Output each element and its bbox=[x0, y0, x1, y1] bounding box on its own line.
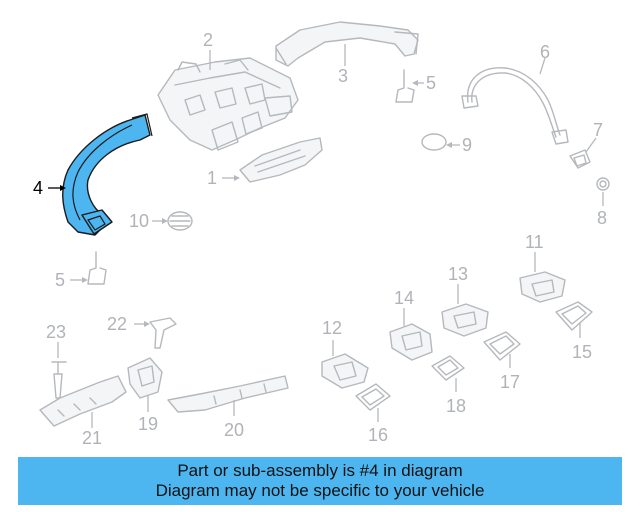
part-23-sensor bbox=[51, 361, 67, 399]
callout-1: 1 bbox=[207, 168, 217, 188]
part-18-bezel bbox=[431, 355, 465, 381]
callout-17: 17 bbox=[500, 372, 520, 392]
callout-4: 4 bbox=[33, 178, 43, 198]
part-19-bracket bbox=[127, 357, 163, 399]
part-10-vent-grille bbox=[167, 211, 193, 231]
part-17-bezel bbox=[483, 331, 521, 361]
callout-14: 14 bbox=[394, 288, 414, 308]
part-22-clip bbox=[149, 317, 177, 349]
part-16-bezel bbox=[355, 383, 391, 411]
callout-8: 8 bbox=[597, 208, 607, 228]
part-2-duct-assembly bbox=[157, 57, 299, 151]
callout-5a: 5 bbox=[426, 73, 436, 93]
callout-3: 3 bbox=[338, 66, 348, 86]
callout-16: 16 bbox=[368, 425, 388, 445]
callout-12: 12 bbox=[322, 318, 342, 338]
part-3-upper-duct bbox=[275, 21, 419, 67]
callout-18: 18 bbox=[446, 396, 466, 416]
callout-23: 23 bbox=[46, 322, 66, 342]
part-1-center-vent bbox=[239, 137, 323, 183]
part-11-vent bbox=[519, 271, 566, 303]
banner-line-1: Part or sub-assembly is #4 in diagram bbox=[177, 461, 463, 480]
banner-line-2: Diagram may not be specific to your vehi… bbox=[155, 481, 485, 500]
callout-21: 21 bbox=[82, 428, 102, 448]
callout-19: 19 bbox=[138, 414, 158, 434]
parts-diagram: 2 3 4 5 6 7 8 bbox=[33, 21, 610, 448]
callout-2: 2 bbox=[203, 30, 213, 50]
part-15-bezel bbox=[555, 301, 593, 331]
part-8-plug bbox=[596, 177, 610, 191]
part-5-clip-upper bbox=[395, 69, 415, 103]
callout-15: 15 bbox=[572, 342, 592, 362]
callout-7: 7 bbox=[593, 120, 603, 140]
part-13-vent bbox=[441, 303, 489, 337]
callout-22: 22 bbox=[107, 314, 127, 334]
part-12-vent bbox=[321, 353, 369, 389]
info-banner: Part or sub-assembly is #4 in diagram Di… bbox=[18, 457, 622, 505]
callout-11: 11 bbox=[525, 232, 544, 252]
part-6-hose bbox=[461, 67, 569, 145]
leader-7 bbox=[585, 137, 597, 153]
part-4-rear-duct-highlighted bbox=[62, 113, 153, 236]
part-21-lower-duct bbox=[39, 375, 127, 427]
part-7-grommet bbox=[569, 149, 591, 169]
part-14-duct-end bbox=[389, 323, 433, 361]
callout-6: 6 bbox=[540, 42, 550, 62]
part-5-clip-lower bbox=[87, 251, 107, 285]
leader-6 bbox=[539, 57, 546, 75]
callout-9: 9 bbox=[462, 135, 472, 155]
part-20-floor-duct bbox=[167, 375, 289, 413]
arrow-4 bbox=[60, 185, 66, 191]
callout-20: 20 bbox=[224, 420, 244, 440]
callout-5b: 5 bbox=[55, 270, 65, 290]
part-9-seal bbox=[421, 133, 447, 151]
callout-10: 10 bbox=[129, 211, 149, 231]
callout-13: 13 bbox=[448, 264, 468, 284]
